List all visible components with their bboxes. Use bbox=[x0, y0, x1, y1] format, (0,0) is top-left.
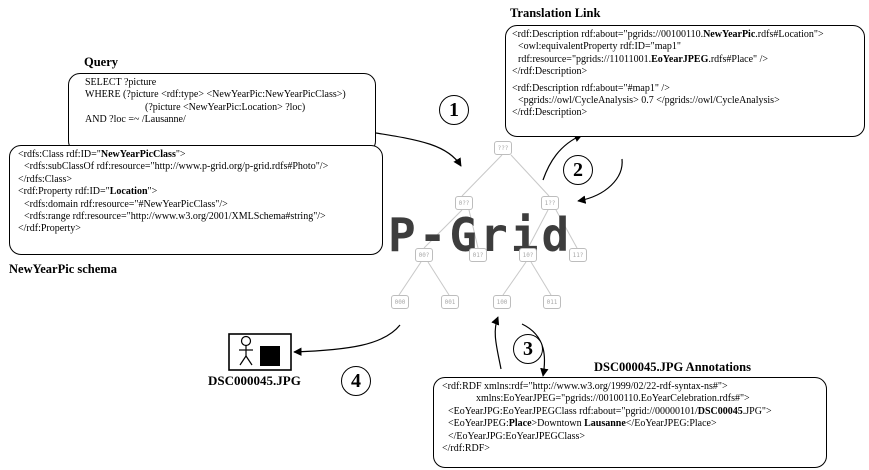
translation-box: <rdf:Description rdf:about="pgrids://001… bbox=[505, 25, 865, 137]
translation-line: rdf:resource="pgrids://11011001.EoYearJP… bbox=[518, 53, 769, 65]
query-line: (?picture <NewYearPic:Location> ?loc) bbox=[145, 101, 306, 113]
arrow-step-3-up bbox=[491, 316, 502, 370]
annotations-box: <rdf:RDF xmlns:rdf="http://www.w3.org/19… bbox=[433, 377, 827, 468]
tree-node: 10? bbox=[519, 248, 537, 262]
schema-title: NewYearPic schema bbox=[9, 262, 117, 276]
tree-node: 100 bbox=[493, 295, 511, 309]
arrow-step-2-up bbox=[542, 134, 583, 181]
step-3-badge: 3 bbox=[513, 334, 543, 364]
schema-line: <rdf:Property rdf:ID="Location"> bbox=[18, 186, 158, 198]
annotation-line: xmlns:EoYearJPEG="pgrids://00100110.EoYe… bbox=[476, 393, 750, 405]
annotation-line: </rdf:RDF> bbox=[442, 443, 490, 455]
annotation-line: <EoYearJPEG:Place>Downtown Lausanne</EoY… bbox=[448, 418, 717, 430]
query-title: Query bbox=[84, 55, 119, 69]
annotation-line: </EoYearJPG:EoYearJPEGClass> bbox=[448, 430, 586, 442]
tree-node: ??? bbox=[494, 141, 512, 155]
query-line: SELECT ?picture bbox=[85, 77, 157, 88]
arrow-step-1 bbox=[375, 132, 462, 167]
query-line: AND ?loc =~ /Lausanne/ bbox=[85, 114, 186, 126]
step-1-badge: 1 bbox=[439, 95, 469, 125]
tree-node: 11? bbox=[569, 248, 587, 262]
translation-line: <pgrids://owl/CycleAnalysis> 0.7 </pgrid… bbox=[518, 95, 780, 107]
schema-line: <rdfs:domain rdf:resource="#NewYearPicCl… bbox=[24, 198, 228, 210]
schema-line: <rdfs:range rdf:resource="http://www.w3.… bbox=[24, 211, 326, 223]
annotation-line: <rdf:RDF xmlns:rdf="http://www.w3.org/19… bbox=[442, 381, 728, 392]
schema-line: <rdfs:subClassOf rdf:resource="http://ww… bbox=[24, 161, 329, 173]
annotation-line: <EoYearJPG:EoYearJPEGClass rdf:about="pg… bbox=[448, 405, 772, 417]
tree-node: 00? bbox=[415, 248, 433, 262]
query-box: SELECT ?picture WHERE (?picture <rdf:typ… bbox=[68, 73, 376, 153]
translation-line: </rdf:Description> bbox=[512, 107, 588, 119]
tree-node: 000 bbox=[391, 295, 409, 309]
tree-node: 011 bbox=[543, 295, 561, 309]
tree-edges bbox=[398, 154, 578, 296]
schema-line: </rdfs:Class> bbox=[18, 173, 73, 185]
translation-line: </rdf:Description> bbox=[512, 66, 588, 78]
arrow-step-4 bbox=[293, 324, 401, 356]
tree-node: 1?? bbox=[541, 196, 559, 210]
translation-line: <owl:equivalentProperty rdf:ID="map1" bbox=[518, 41, 682, 53]
step-4-badge: 4 bbox=[341, 366, 371, 396]
step-2-badge: 2 bbox=[563, 155, 593, 185]
photo-label: DSC000045.JPG bbox=[208, 373, 301, 388]
arrow-step-2-down bbox=[577, 158, 623, 204]
schema-line: </rdf:Property> bbox=[18, 223, 81, 235]
tree-node: 0?? bbox=[455, 196, 473, 210]
translation-title: Translation Link bbox=[510, 6, 601, 20]
schema-box: <rdfs:Class rdf:ID="NewYearPicClass"> <r… bbox=[9, 145, 383, 255]
tree-node: 01? bbox=[469, 248, 487, 262]
annotations-title: DSC000045.JPG Annotations bbox=[594, 360, 751, 374]
query-line: WHERE (?picture <rdf:type> <NewYearPic:N… bbox=[85, 89, 346, 101]
translation-line: <rdf:Description rdf:about="#map1" /> bbox=[512, 82, 670, 94]
schema-line: <rdfs:Class rdf:ID="NewYearPicClass"> bbox=[18, 149, 186, 160]
tree-node: 001 bbox=[441, 295, 459, 309]
translation-line: <rdf:Description rdf:about="pgrids://001… bbox=[512, 29, 824, 40]
